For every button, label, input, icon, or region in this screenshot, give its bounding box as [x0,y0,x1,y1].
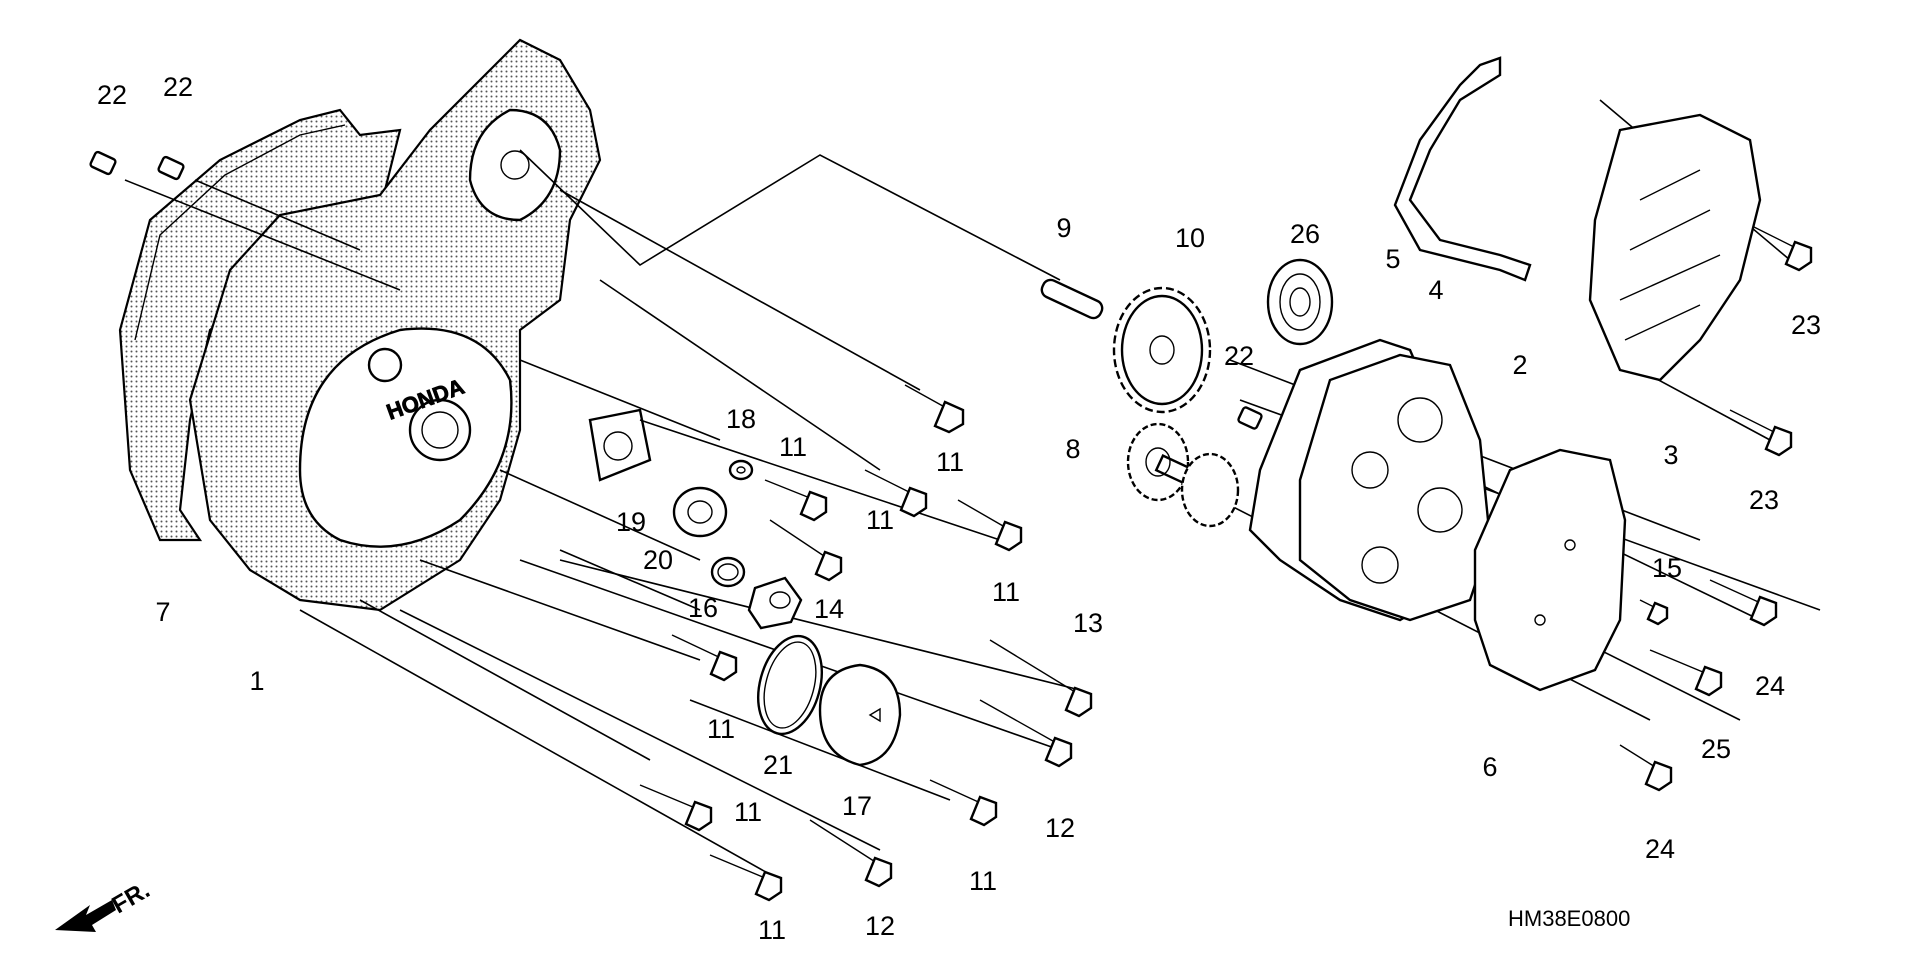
callout-c4: 4 [1428,275,1443,305]
drawing-code: HM38E0800 [1508,906,1630,931]
bolt-24a [1709,579,1778,627]
callout-c11c: 11 [866,505,894,535]
bolt-11g [929,779,998,827]
callout-c14: 14 [814,594,844,624]
callout-c5: 5 [1385,244,1400,274]
bolt-12b [809,819,893,888]
callout-c11d: 11 [992,577,1020,607]
callout-c17: 17 [842,791,872,821]
gear-shaft-8 [1126,422,1240,528]
callout-c21: 21 [763,750,793,780]
callout-c22a: 22 [97,80,127,110]
bolt-15 [1639,599,1669,626]
callout-c11a: 11 [936,447,964,477]
callout-c24b: 24 [1645,834,1675,864]
callout-c18: 18 [726,404,756,434]
callout-c20: 20 [643,545,673,575]
bolt-11e [671,634,738,682]
front-direction-arrow: FR. [55,876,154,932]
bolt-12a [979,699,1073,768]
callout-c6: 6 [1482,752,1497,782]
bolt-23a [1749,224,1813,272]
bolt-24b [1619,744,1673,792]
washer-18 [728,459,754,481]
bolt-11a [904,384,965,434]
o-ring-20 [710,556,746,588]
bolt-11c [864,469,928,518]
callout-c23b: 23 [1749,485,1779,515]
cap-17 [818,663,902,767]
direction-label: FR. [108,876,155,919]
bolt-13 [989,639,1093,718]
bolt-23b [1729,409,1793,457]
callout-c23a: 23 [1791,310,1821,340]
callout-c11e: 11 [707,714,735,744]
callout-c11h: 11 [758,915,786,945]
bolt-11d [957,499,1023,552]
bearing-19 [672,486,728,538]
plug-16 [747,576,803,630]
callout-c22b: 22 [163,72,193,102]
bearing-26 [1266,258,1334,346]
bolt-11h [709,854,783,902]
dowel-pin-22a [89,150,117,176]
bolt-11f [639,784,713,832]
callout-c19: 19 [616,507,646,537]
callout-c10: 10 [1175,223,1205,253]
callout-c7: 7 [155,597,170,627]
callout-c12b: 12 [865,911,895,941]
callout-c11f: 11 [734,797,762,827]
dowel-pin-22b [157,155,185,181]
bolt-11i [769,519,843,582]
left-crankcase-cover-1: HONDA [188,38,652,612]
callout-c24a: 24 [1755,671,1785,701]
sprocket-cover-3 [1588,113,1762,382]
cover-6 [1473,448,1627,692]
callout-c12a: 12 [1045,813,1075,843]
callout-c11b: 11 [779,432,807,462]
bracket-2 [1393,56,1532,282]
o-ring-21 [757,634,823,736]
callout-c13: 13 [1073,608,1103,638]
callout-c3: 3 [1663,440,1678,470]
callout-c9: 9 [1056,213,1071,243]
callout-c11g: 11 [969,866,997,896]
callout-c22c: 22 [1224,341,1254,371]
cover-4 [1298,353,1492,622]
bolt-25 [1649,649,1723,697]
callout-c15: 15 [1652,553,1682,583]
callout-c25: 25 [1701,734,1731,764]
callout-c26: 26 [1290,219,1320,249]
bolt-11b [764,479,828,522]
callout-c2: 2 [1512,350,1527,380]
dowel-pin-22c [1237,406,1263,430]
gear-10 [1112,286,1212,414]
callout-c16: 16 [688,593,718,623]
callout-c8: 8 [1065,434,1080,464]
shaft-9 [1040,278,1104,320]
callout-c1: 1 [249,666,264,696]
